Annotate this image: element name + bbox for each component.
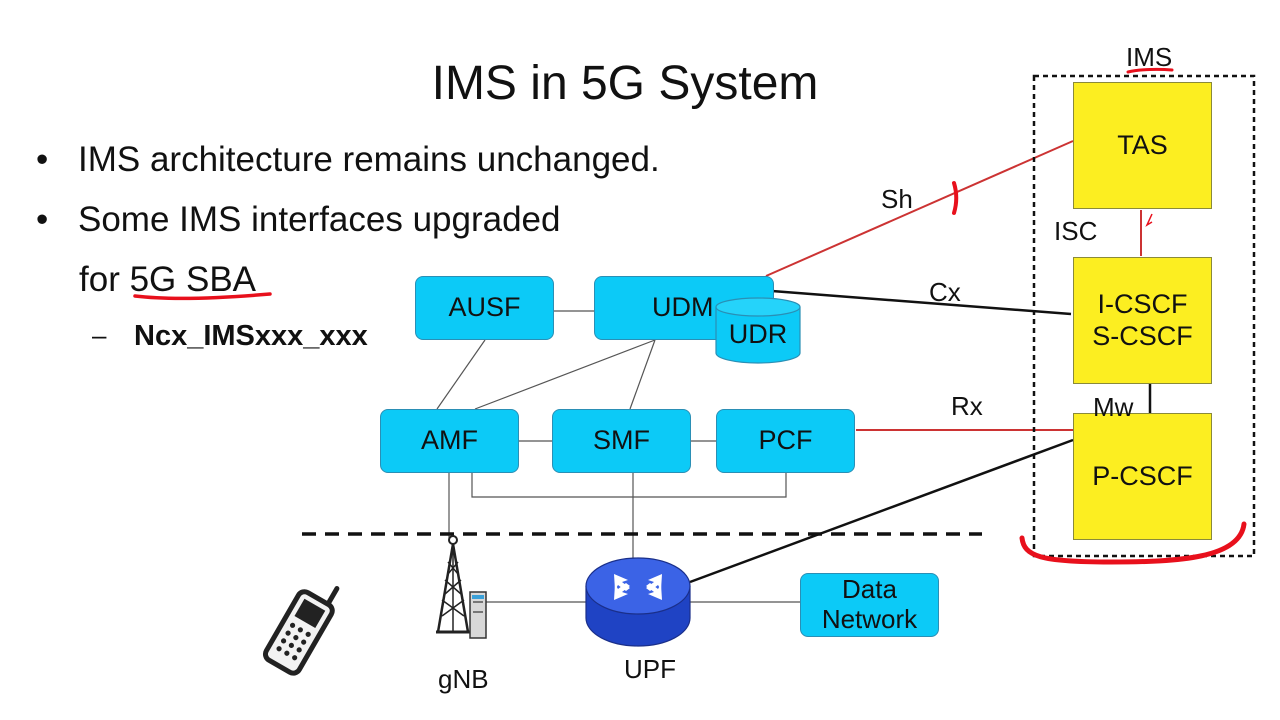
ims-group-label: IMS xyxy=(1126,42,1173,72)
link-amf-pcf xyxy=(471,473,787,498)
bullet-2: • Some IMS interfaces upgraded xyxy=(36,200,560,240)
interface-label-cx: Cx xyxy=(929,277,961,307)
node-udm: UDM xyxy=(594,276,774,340)
isc-tick-annotation xyxy=(1145,213,1153,227)
page-title: IMS in 5G System xyxy=(431,57,819,110)
link-udm-cscf-cx xyxy=(771,289,1072,316)
node-ausf: AUSF xyxy=(415,276,554,340)
sba-underline-annotation xyxy=(133,292,272,301)
ims-group-border xyxy=(1032,74,1256,558)
link-ausf-amf xyxy=(436,339,486,410)
sh-strike-annotation xyxy=(952,181,959,215)
bullet-text: IMS architecture remains unchanged. xyxy=(78,140,660,179)
interface-label-rx: Rx xyxy=(951,391,983,421)
link-udm-smf xyxy=(629,339,656,410)
database-icon xyxy=(715,297,801,364)
router-icon xyxy=(585,557,691,647)
ims-bracket-annotation xyxy=(1019,521,1247,565)
interface-label-isc: ISC xyxy=(1054,216,1098,246)
node-amf: AMF xyxy=(380,409,519,473)
link-udm-tas-sh xyxy=(765,140,1074,277)
sub-bullet: Ncx_IMSxxx_xxx xyxy=(134,320,368,352)
node-udr: UDR xyxy=(715,297,801,365)
node-gnb-label: gNB xyxy=(438,664,489,694)
cell-tower-icon xyxy=(436,535,487,639)
interface-label-mw: Mw xyxy=(1093,392,1134,422)
bullet-marker: • xyxy=(36,200,49,239)
node-pcf: PCF xyxy=(716,409,855,473)
link-upf-pcscf xyxy=(689,438,1074,584)
ims-underline-annotation xyxy=(1126,67,1174,74)
node-smf: SMF xyxy=(552,409,691,473)
bullet-1: • IMS architecture remains unchanged. xyxy=(36,140,660,180)
node-icscf-scscf: I-CSCF S-CSCF xyxy=(1073,257,1212,384)
bullet-text: for xyxy=(79,260,130,299)
node-data-network: Data Network xyxy=(800,573,939,637)
bullet-text: Some IMS interfaces upgraded xyxy=(78,200,561,239)
node-tas: TAS xyxy=(1073,82,1212,209)
sub-bullet-marker: – xyxy=(92,320,107,350)
bullet-2-continuation: for 5G SBA xyxy=(79,260,256,300)
highlighted-term: 5G SBA xyxy=(129,260,257,299)
bullet-marker: • xyxy=(36,140,49,179)
link-udm-amf xyxy=(474,339,656,410)
node-upf-label: UPF xyxy=(624,654,676,684)
node-pcscf: P-CSCF xyxy=(1073,413,1212,540)
interface-label-sh: Sh xyxy=(881,184,913,214)
mobile-phone-icon xyxy=(262,586,340,676)
